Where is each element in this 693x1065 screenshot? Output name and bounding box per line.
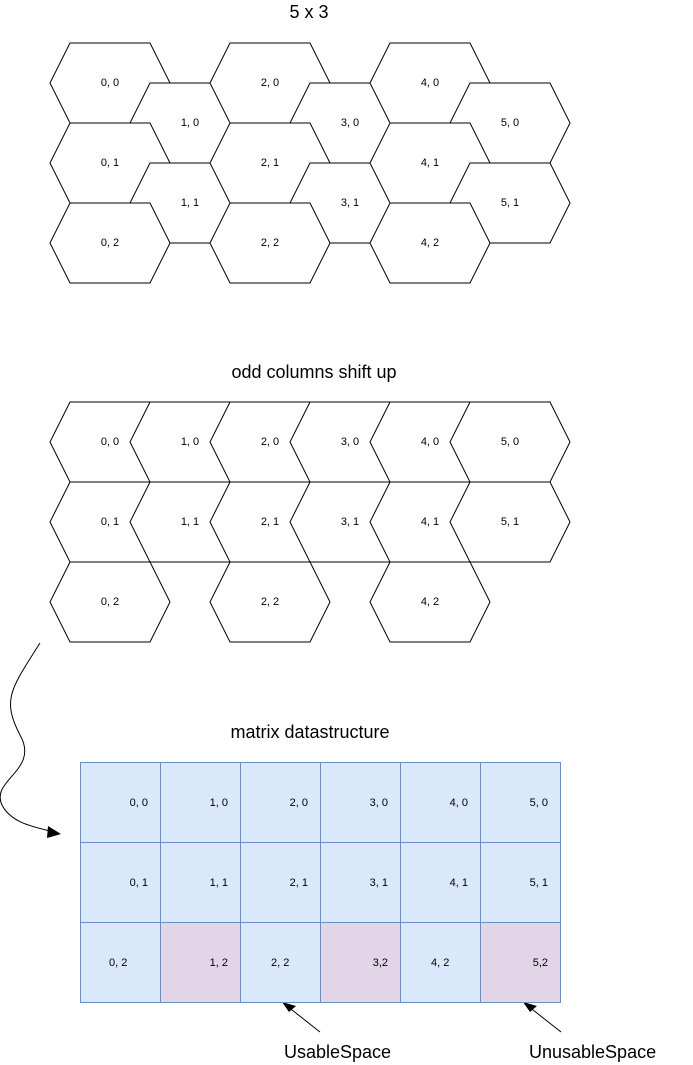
matrix-cell-label: 5, 0 (529, 796, 548, 809)
hex-label: 5, 0 (501, 117, 519, 129)
matrix-cell-label: 1, 0 (209, 796, 228, 809)
title-5x3: 5 x 3 (289, 2, 329, 22)
matrix-cell-label: 5, 1 (529, 876, 548, 889)
matrix-cell: 4, 2 (400, 922, 481, 1003)
hex-cell (49, 202, 171, 284)
hex-grid-top: 0, 0 1, 0 2, 0 3, 0 4, 0 5, 0 0, 1 1, 1 2, 1 3, 1… (49, 42, 571, 284)
matrix-cell-label: 4, 0 (449, 796, 468, 809)
hex-label: 2, 0 (261, 77, 279, 89)
matrix-cell-label: 0, 1 (129, 876, 148, 889)
matrix-cell: 0, 1 (80, 842, 161, 923)
matrix-cell: 3, 1 (320, 842, 401, 923)
matrix-cell-label: 0, 0 (129, 796, 148, 809)
matrix-cell: 5,2 (480, 922, 561, 1003)
hex-label: 1, 1 (181, 197, 199, 209)
hex-label: 1, 0 (181, 117, 199, 129)
matrix-cell-label: 1, 1 (209, 876, 228, 889)
matrix-cell: 0, 0 (80, 762, 161, 843)
matrix-cell-label: 2, 1 (289, 876, 308, 889)
hex-label: 3, 0 (341, 117, 359, 129)
hex-label: 4, 1 (421, 157, 439, 169)
matrix-cell: 2, 1 (240, 842, 321, 923)
connector-arrow (0, 642, 61, 838)
matrix-cell: 4, 0 (400, 762, 481, 843)
hex-label: 2, 2 (261, 596, 279, 608)
hex-label: 1, 1 (181, 516, 199, 528)
hex-label: 4, 0 (421, 436, 439, 448)
matrix-cell-label: 3,2 (372, 956, 388, 969)
matrix-cell: 1, 1 (160, 842, 241, 923)
usable-space-label: UsableSpace (284, 1042, 392, 1062)
matrix-cell-label: 4, 1 (449, 876, 468, 889)
hex-cell (209, 561, 331, 643)
matrix-cell-label: 4, 2 (431, 956, 450, 969)
matrix-cell: 5, 0 (480, 762, 561, 843)
hex-cell (49, 561, 171, 643)
matrix-cell: 2, 2 (240, 922, 321, 1003)
matrix-cell: 1, 0 (160, 762, 241, 843)
hex-cell (209, 202, 331, 284)
hex-cell (369, 561, 491, 643)
hex-label: 0, 1 (101, 516, 119, 528)
matrix-cell: 4, 1 (400, 842, 481, 923)
hex-label: 0, 0 (101, 436, 119, 448)
hex-label: 0, 1 (101, 157, 119, 169)
hex-label: 4, 2 (421, 237, 439, 249)
hex-label: 3, 1 (341, 197, 359, 209)
matrix-cell-label: 2, 0 (289, 796, 308, 809)
hex-label: 4, 2 (421, 596, 439, 608)
title-odd-columns-shift-up: odd columns shift up (231, 362, 397, 382)
matrix-cell: 0, 2 (80, 922, 161, 1003)
matrix-cell: 3,2 (320, 922, 401, 1003)
hex-label: 2, 0 (261, 436, 279, 448)
unusable-arrow (523, 1002, 562, 1033)
hex-label: 2, 1 (261, 516, 279, 528)
hex-label: 5, 1 (501, 516, 519, 528)
matrix-cell-label: 1, 2 (209, 956, 228, 969)
matrix-cell-label: 3, 1 (369, 876, 388, 889)
matrix-cell: 2, 0 (240, 762, 321, 843)
hex-label: 0, 0 (101, 77, 119, 89)
matrix-cell-label: 5,2 (532, 956, 548, 969)
hex-grid-shifted: 0, 0 1, 0 2, 0 3, 0 4, 0 5, 0 0, 1 1, 1 2, 1 3, 1… (49, 401, 571, 643)
matrix-cell-label: 3, 0 (369, 796, 388, 809)
hex-label: 2, 1 (261, 157, 279, 169)
hex-label: 4, 1 (421, 516, 439, 528)
matrix-cell: 5, 1 (480, 842, 561, 923)
matrix-cell: 1, 2 (160, 922, 241, 1003)
hex-cell (369, 202, 491, 284)
hex-label: 3, 0 (341, 436, 359, 448)
hex-label: 0, 2 (101, 596, 119, 608)
hex-label: 3, 1 (341, 516, 359, 528)
matrix-cell-label: 2, 2 (271, 956, 290, 969)
unusable-space-label: UnusableSpace (529, 1042, 657, 1062)
hex-label: 5, 0 (501, 436, 519, 448)
hex-label: 5, 1 (501, 197, 519, 209)
hex-label: 1, 0 (181, 436, 199, 448)
hex-label: 0, 2 (101, 237, 119, 249)
hex-label: 4, 0 (421, 77, 439, 89)
hex-label: 2, 2 (261, 237, 279, 249)
matrix-cell: 3, 0 (320, 762, 401, 843)
title-matrix-datastructure: matrix datastructure (230, 722, 390, 742)
usable-arrow (282, 1002, 321, 1033)
matrix-cell-label: 0, 2 (109, 956, 128, 969)
